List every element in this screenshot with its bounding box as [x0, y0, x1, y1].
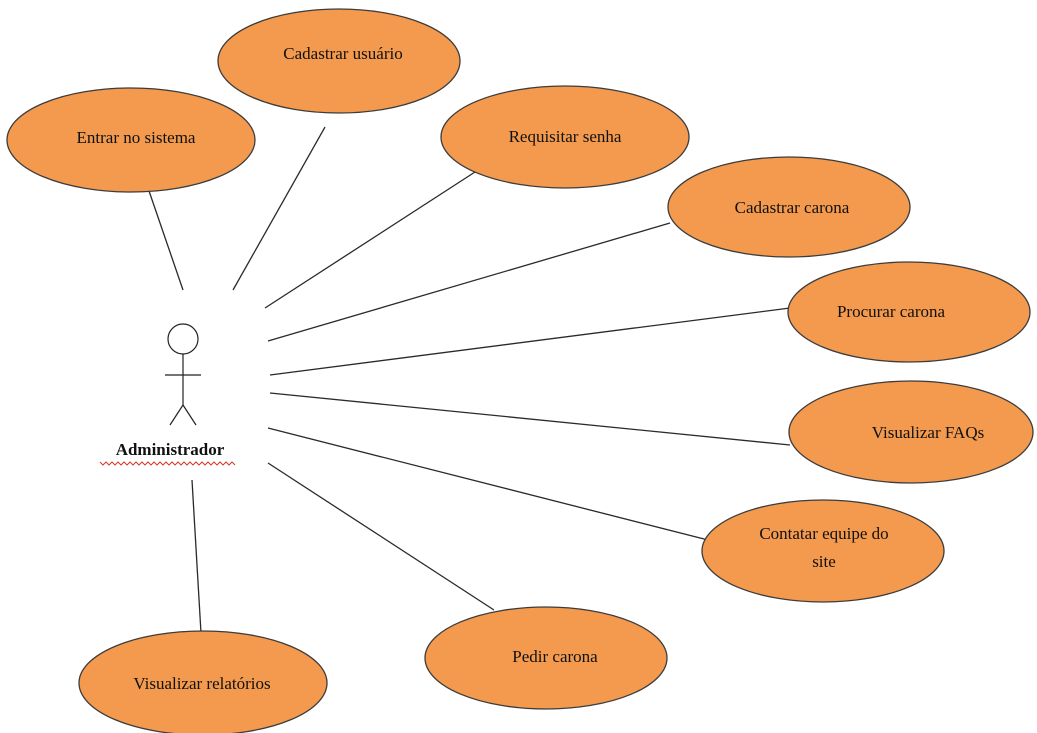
- association-requisitar-senha: [264, 171, 476, 309]
- use-case-ellipse: [424, 606, 668, 710]
- use-case-label: Procurar carona: [837, 302, 946, 321]
- use-case-ellipse: [667, 156, 911, 258]
- use-case-entrar-no-sistema[interactable]: Entrar no sistema: [6, 87, 256, 193]
- use-case-ellipse: [440, 85, 690, 189]
- use-case-ellipse: [78, 630, 328, 733]
- use-case-pedir-carona[interactable]: Pedir carona: [424, 606, 668, 710]
- association-procurar-carona: [269, 307, 791, 376]
- use-case-procurar-carona[interactable]: Procurar carona: [787, 261, 1031, 363]
- use-case-label: Visualizar relatórios: [133, 674, 270, 693]
- use-case-ellipse: [701, 499, 945, 603]
- association-entrar-no-sistema: [147, 187, 184, 291]
- use-case-contatar-equipe-do-site[interactable]: Contatar equipe do site: [701, 499, 945, 603]
- use-case-visualizar-faqs[interactable]: Visualizar FAQs: [788, 380, 1034, 484]
- use-case-ellipse: [217, 8, 461, 114]
- use-case-label: Visualizar FAQs: [872, 423, 984, 442]
- actor-stick-figure-icon: [165, 323, 201, 426]
- use-case-label: Cadastrar carona: [735, 198, 850, 217]
- use-case-cadastrar-carona[interactable]: Cadastrar carona: [667, 156, 911, 258]
- spellcheck-underline: [99, 461, 236, 466]
- use-case-label: Cadastrar usuário: [283, 44, 402, 63]
- use-case-ellipse: [788, 380, 1034, 484]
- use-case-ellipse: [787, 261, 1031, 363]
- actor[interactable]: Administrador: [99, 323, 236, 466]
- use-case-visualizar-relatorios[interactable]: Visualizar relatórios: [78, 630, 328, 733]
- association-cadastrar-usuario: [232, 126, 326, 291]
- association-visualizar-faqs: [269, 392, 791, 446]
- actor-name: Administrador: [116, 440, 225, 459]
- use-case-label: Requisitar senha: [509, 127, 622, 146]
- use-case-ellipse: [6, 87, 256, 193]
- use-case-label: Contatar equipe do: [759, 524, 888, 543]
- association-cadastrar-carona: [267, 222, 671, 342]
- use-case-label: Entrar no sistema: [77, 128, 196, 147]
- association-pedir-carona: [267, 462, 495, 611]
- use-case-requisitar-senha[interactable]: Requisitar senha: [440, 85, 690, 189]
- association-visualizar-relatorios: [191, 479, 202, 634]
- use-case-cadastrar-usuario[interactable]: Cadastrar usuário: [217, 8, 461, 114]
- use-case-label: site: [812, 552, 836, 571]
- use-case-label: Pedir carona: [512, 647, 598, 666]
- association-contatar-equipe-do-site: [267, 427, 709, 541]
- associations: [147, 126, 791, 634]
